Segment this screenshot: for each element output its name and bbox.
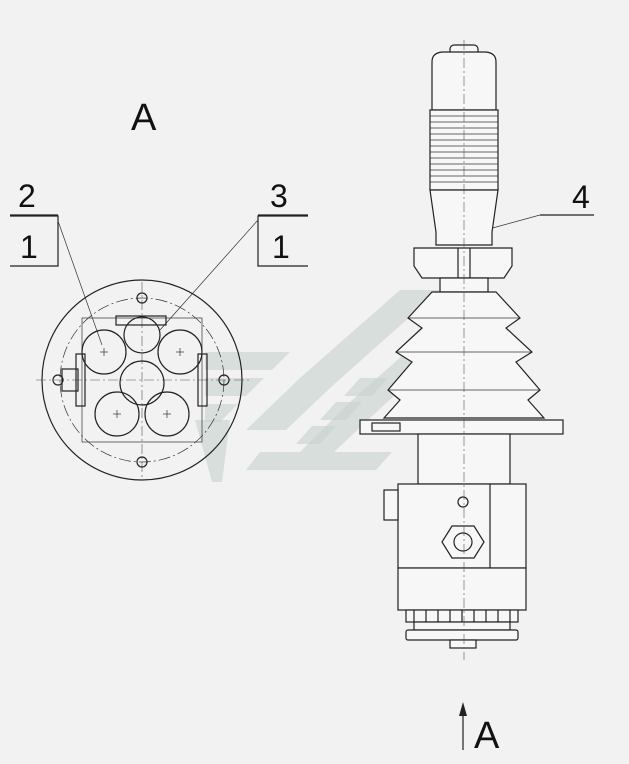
watermark-logo [195,290,455,482]
view-a-flange [36,279,250,481]
callout-2-number: 2 [18,178,36,214]
joystick-side-view [359,40,564,660]
callout-3: 3 1 [159,178,308,331]
callout-3-quantity: 1 [272,229,290,265]
view-arrow: A [459,702,500,757]
callout-3-number: 3 [270,178,288,214]
callout-4-number: 4 [572,179,590,215]
view-label-bottom: A [474,715,500,757]
callout-2-quantity: 1 [20,229,38,265]
view-label-top: A [131,97,157,139]
callout-4: 4 [477,179,594,233]
callout-2: 2 1 [10,178,103,346]
